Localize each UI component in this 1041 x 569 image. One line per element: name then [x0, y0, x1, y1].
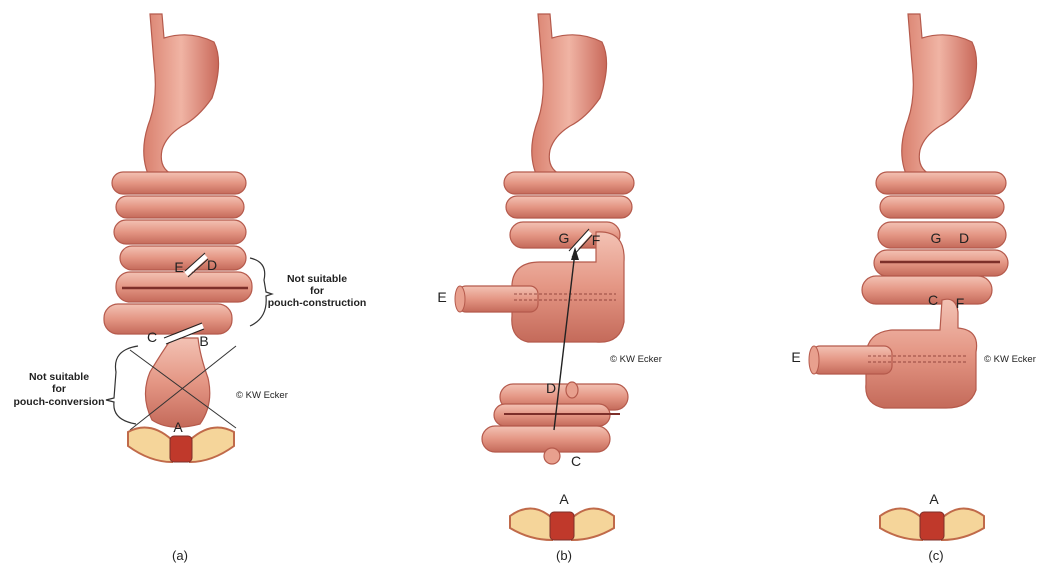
panel-a: A B C D E Not suitable for pouch-constru…	[13, 14, 366, 563]
copyright-c: © KW Ecker	[984, 354, 1036, 365]
label-a-C: C	[147, 329, 157, 345]
label-b-A: A	[559, 491, 569, 507]
note-lower-line2: for	[52, 383, 66, 395]
label-c-D: D	[959, 230, 969, 246]
stomach	[144, 14, 219, 186]
stoma-limb-E	[458, 286, 538, 312]
stomach	[532, 14, 607, 186]
caption-c: (c)	[928, 548, 943, 563]
copyright-a: © KW Ecker	[236, 390, 288, 401]
stoma-limb-E	[812, 346, 892, 374]
note-upper-line3: pouch-construction	[268, 297, 367, 309]
label-c-E: E	[791, 349, 800, 365]
note-upper-line1: Not suitable	[287, 273, 347, 285]
label-b-D: D	[546, 380, 556, 396]
caption-b: (b)	[556, 548, 572, 563]
label-b-E: E	[437, 289, 446, 305]
brace-upper	[250, 258, 272, 326]
label-a-B: B	[199, 333, 208, 349]
brace-lower	[106, 346, 138, 424]
pelvic-floor	[510, 508, 614, 540]
panel-b: A C D E F G © KW Ecker (b)	[437, 14, 662, 563]
note-lower-line1: Not suitable	[29, 371, 89, 383]
pelvic-floor	[880, 508, 984, 540]
pouch-remnant	[145, 338, 209, 427]
label-c-G: G	[931, 230, 942, 246]
label-c-C: C	[928, 292, 938, 308]
stomach	[902, 14, 977, 186]
label-a-D: D	[207, 257, 217, 273]
label-b-G: G	[559, 230, 570, 246]
note-lower-line3: pouch-conversion	[13, 396, 104, 408]
caption-a: (a)	[172, 548, 188, 563]
label-a-A: A	[173, 419, 183, 435]
copyright-b: © KW Ecker	[610, 354, 662, 365]
label-a-E: E	[174, 259, 183, 275]
note-upper-line2: for	[310, 285, 324, 297]
label-b-F: F	[592, 232, 601, 248]
label-b-C: C	[571, 453, 581, 469]
j-pouch	[809, 299, 977, 408]
small-bowel-loops	[104, 172, 252, 334]
panel-c: A C D E F G © KW Ecker (c)	[791, 14, 1036, 563]
label-c-A: A	[929, 491, 939, 507]
label-c-F: F	[956, 295, 965, 311]
